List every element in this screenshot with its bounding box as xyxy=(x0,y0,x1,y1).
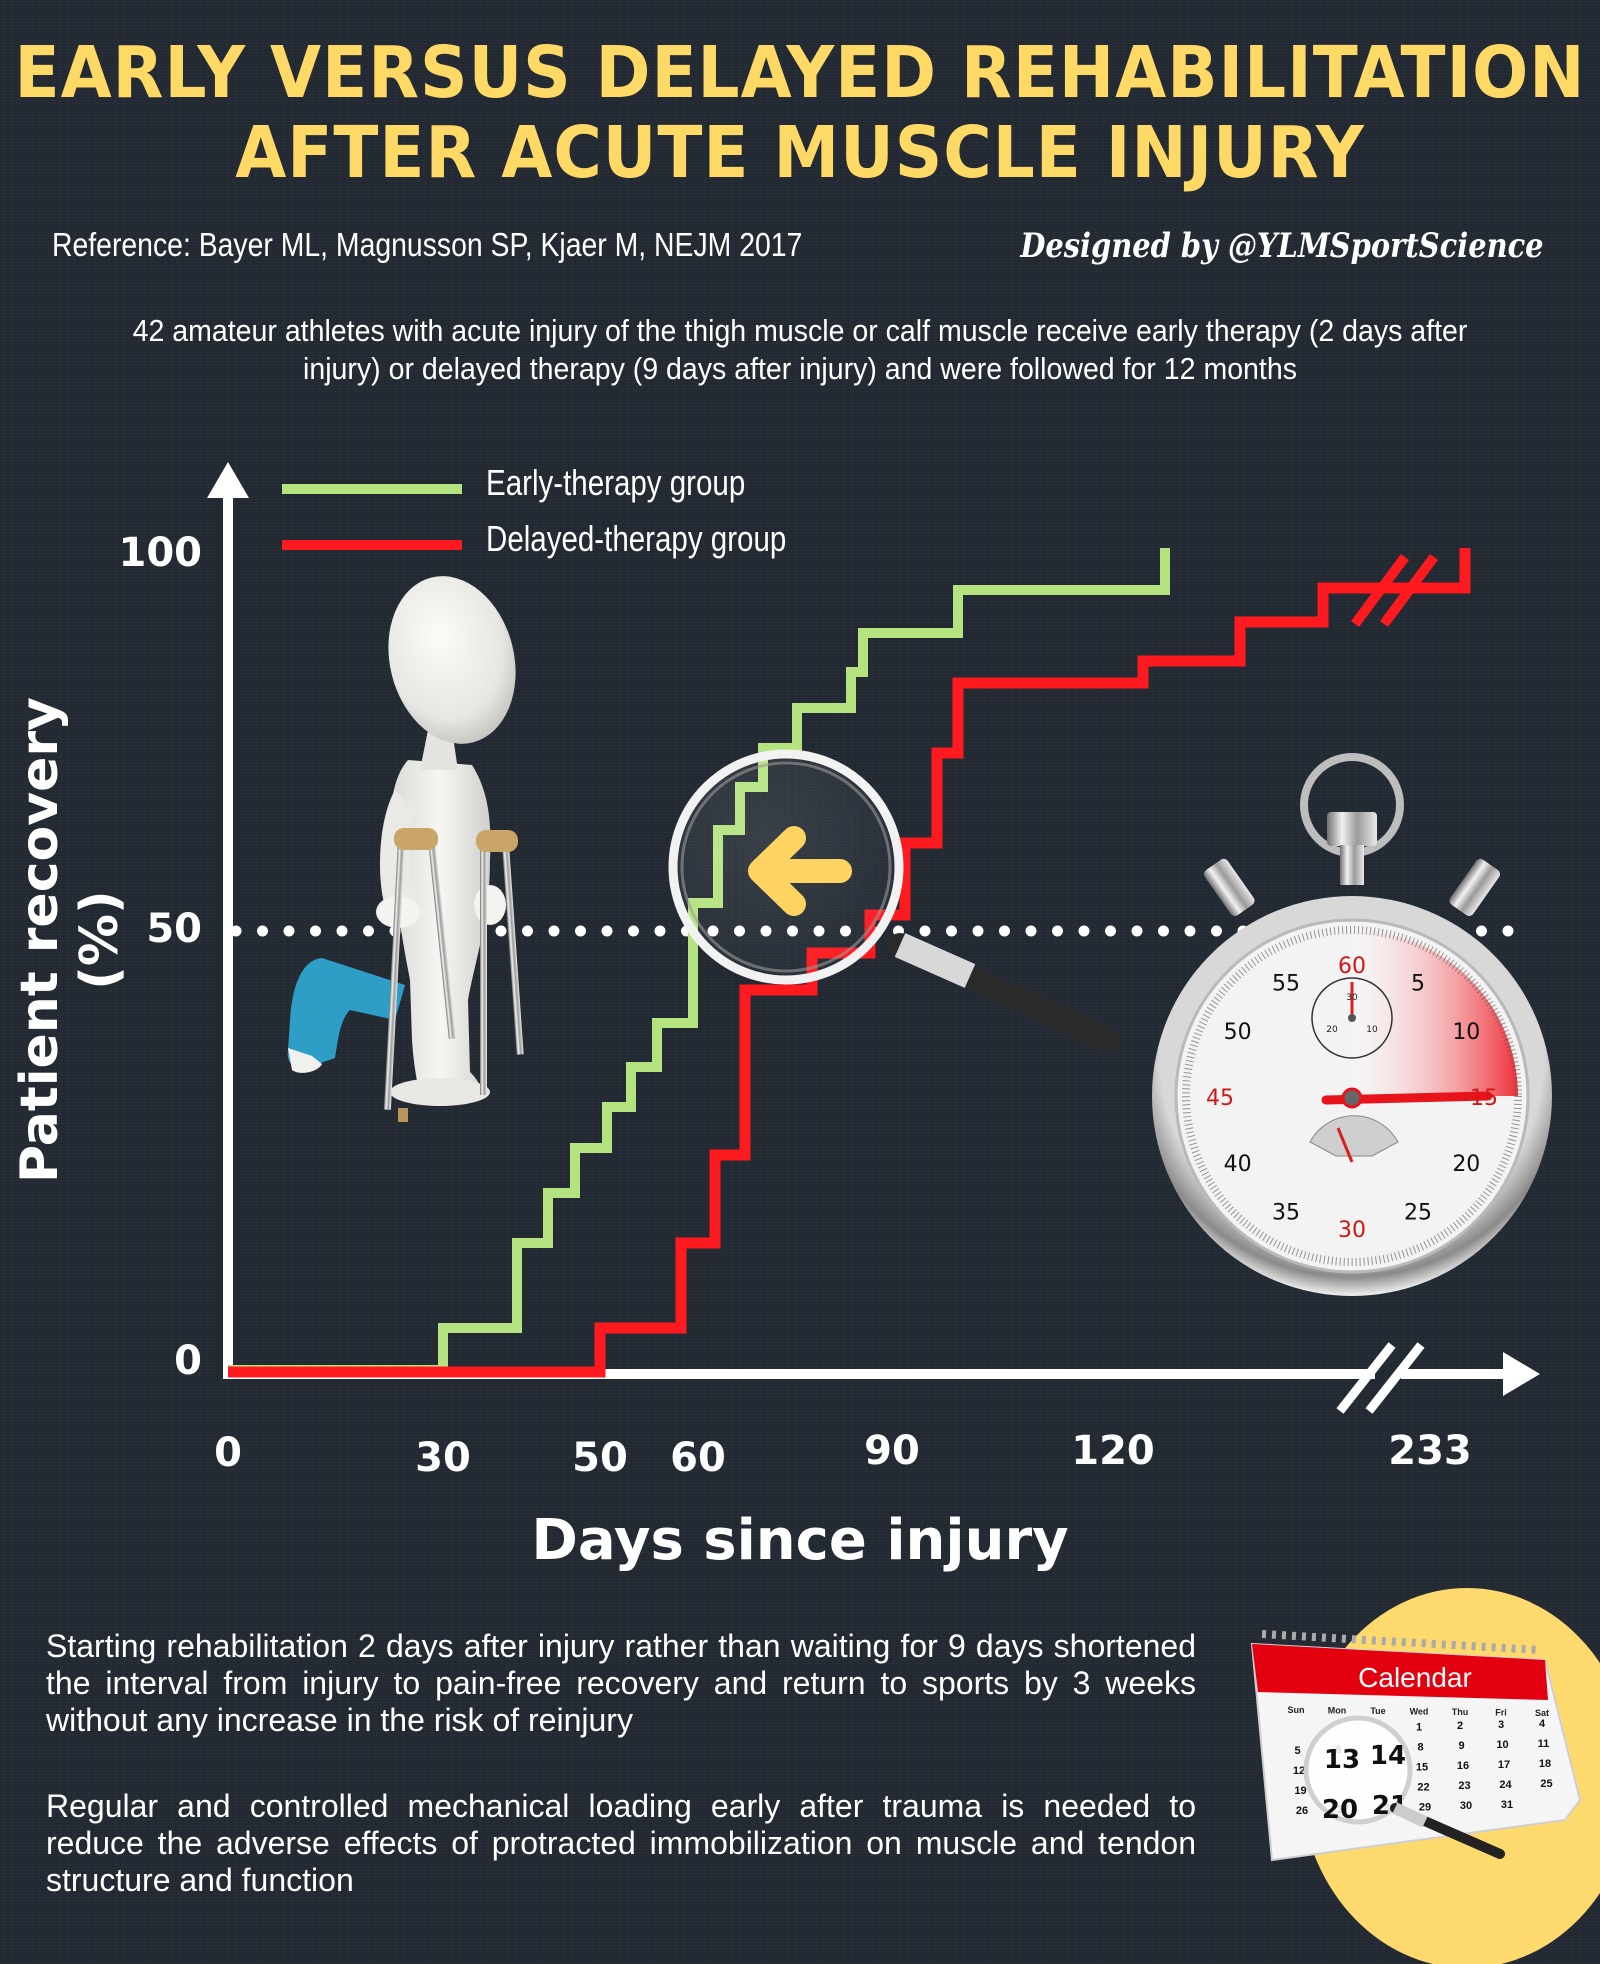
y-tick-100: 100 xyxy=(118,530,203,576)
x-axis-arrow-icon xyxy=(1503,1352,1540,1396)
calendar-day: 12 xyxy=(1293,1765,1305,1777)
calendar-title: Calendar xyxy=(1358,1662,1472,1693)
x-axis xyxy=(223,1369,1515,1379)
calendar-day: 10 xyxy=(1496,1739,1508,1751)
stopwatch-number: 40 xyxy=(1224,1152,1252,1177)
delayed-therapy-series xyxy=(228,548,1471,1378)
injured-figure-with-crutches-icon xyxy=(287,576,524,1122)
stopwatch-number: 45 xyxy=(1206,1086,1234,1111)
calendar-day: 19 xyxy=(1294,1785,1306,1797)
calendar-day: 3 xyxy=(1498,1719,1504,1731)
reference-text: Reference: Bayer ML, Magnusson SP, Kjaer… xyxy=(52,226,803,263)
x-tick-120: 120 xyxy=(1071,1428,1155,1474)
calendar-weekday: Tue xyxy=(1370,1706,1385,1716)
calendar-weekday: Sat xyxy=(1535,1708,1549,1718)
calendar-day: 4 xyxy=(1539,1718,1546,1730)
x-tick-90: 90 xyxy=(864,1428,920,1474)
stopwatch-number: 25 xyxy=(1404,1200,1432,1225)
calendar-day: 29 xyxy=(1419,1801,1431,1813)
stopwatch-number: 20 xyxy=(1452,1152,1480,1177)
calendar-day: 26 xyxy=(1296,1805,1308,1817)
x-tick-233: 233 xyxy=(1388,1428,1472,1474)
title-line-1: Early Versus Delayed Rehabilitation xyxy=(14,30,1586,115)
y-axis-arrow-icon xyxy=(207,462,249,498)
legend-early-swatch xyxy=(282,484,462,494)
x-tick-0: 0 xyxy=(214,1430,242,1476)
calendar-magnified-day: 20 xyxy=(1322,1795,1358,1825)
stopwatch-number: 30 xyxy=(1338,1218,1366,1243)
y-axis xyxy=(223,488,233,1378)
calendar-weekday: Mon xyxy=(1328,1706,1347,1716)
calendar-day: 9 xyxy=(1458,1740,1464,1752)
calendar-weekday: Wed xyxy=(1410,1707,1429,1717)
calendar-magnified-day: 13 xyxy=(1324,1745,1360,1775)
calendar-day: 11 xyxy=(1538,1738,1550,1750)
calendar-day: 15 xyxy=(1416,1761,1428,1773)
calendar-day: 5 xyxy=(1294,1745,1300,1757)
stopwatch-number: 10 xyxy=(1452,1020,1480,1045)
y-tick-0: 0 xyxy=(174,1338,202,1384)
calendar-day: 22 xyxy=(1417,1781,1429,1793)
delayed-series-break-icon xyxy=(1350,554,1439,627)
calendar-magnified-day: 14 xyxy=(1370,1741,1406,1771)
left-arrow-icon xyxy=(748,826,852,916)
stopwatch-number: 35 xyxy=(1272,1200,1300,1225)
x-tick-50: 50 xyxy=(572,1435,628,1481)
conclusion-2: Regular and controlled mechanical loadin… xyxy=(46,1788,1196,1898)
stopwatch-icon xyxy=(1152,753,1552,1296)
legend-delayed-swatch xyxy=(282,540,462,550)
y-axis-label: Patient recovery (%) xyxy=(10,697,130,1183)
stopwatch-subdial-number: 20 xyxy=(1326,1025,1338,1035)
calendar-weekday: Fri xyxy=(1495,1708,1507,1718)
x-axis-break-icon xyxy=(1336,1342,1425,1414)
calendar-day: 17 xyxy=(1498,1759,1510,1771)
stopwatch-number: 5 xyxy=(1411,972,1425,997)
x-tick-30: 30 xyxy=(415,1435,471,1481)
magnifying-glass-icon xyxy=(668,749,1120,1052)
calendar-day: 24 xyxy=(1499,1779,1512,1791)
calendar-day: 23 xyxy=(1458,1780,1470,1792)
calendar-weekday: Sun xyxy=(1288,1705,1305,1715)
x-tick-60: 60 xyxy=(670,1435,726,1481)
stopwatch-subdial-number: 10 xyxy=(1366,1025,1378,1035)
intro-text: 42 amateur athletes with acute injury of… xyxy=(132,313,1468,386)
calendar-day: 16 xyxy=(1457,1760,1469,1772)
y-tick-50: 50 xyxy=(146,906,202,952)
calendar-day: 8 xyxy=(1417,1741,1423,1753)
stopwatch-number: 60 xyxy=(1338,954,1366,979)
calendar-day: 2 xyxy=(1457,1720,1463,1732)
stopwatch-subdial-number: 30 xyxy=(1346,993,1358,1003)
legend-early-label: Early-therapy group xyxy=(486,462,746,503)
legend-delayed-label: Delayed-therapy group xyxy=(486,518,787,559)
conclusion-1: Starting rehabilitation 2 days after inj… xyxy=(46,1628,1196,1738)
stopwatch-number: 55 xyxy=(1272,972,1300,997)
stopwatch-number: 50 xyxy=(1224,1020,1252,1045)
calendar-weekday: Thu xyxy=(1452,1707,1469,1717)
calendar-day: 1 xyxy=(1416,1721,1422,1733)
stopwatch-number: 15 xyxy=(1470,1086,1498,1111)
title-line-2: After Acute Muscle Injury xyxy=(235,110,1365,195)
designed-by: Designed by @YLMSportScience xyxy=(1020,226,1544,266)
calendar-day: 25 xyxy=(1540,1778,1552,1790)
x-axis-label: Days since injury xyxy=(531,1508,1069,1573)
calendar-day: 31 xyxy=(1501,1799,1513,1811)
calendar-day: 18 xyxy=(1539,1758,1551,1770)
calendar-day: 30 xyxy=(1460,1800,1472,1812)
